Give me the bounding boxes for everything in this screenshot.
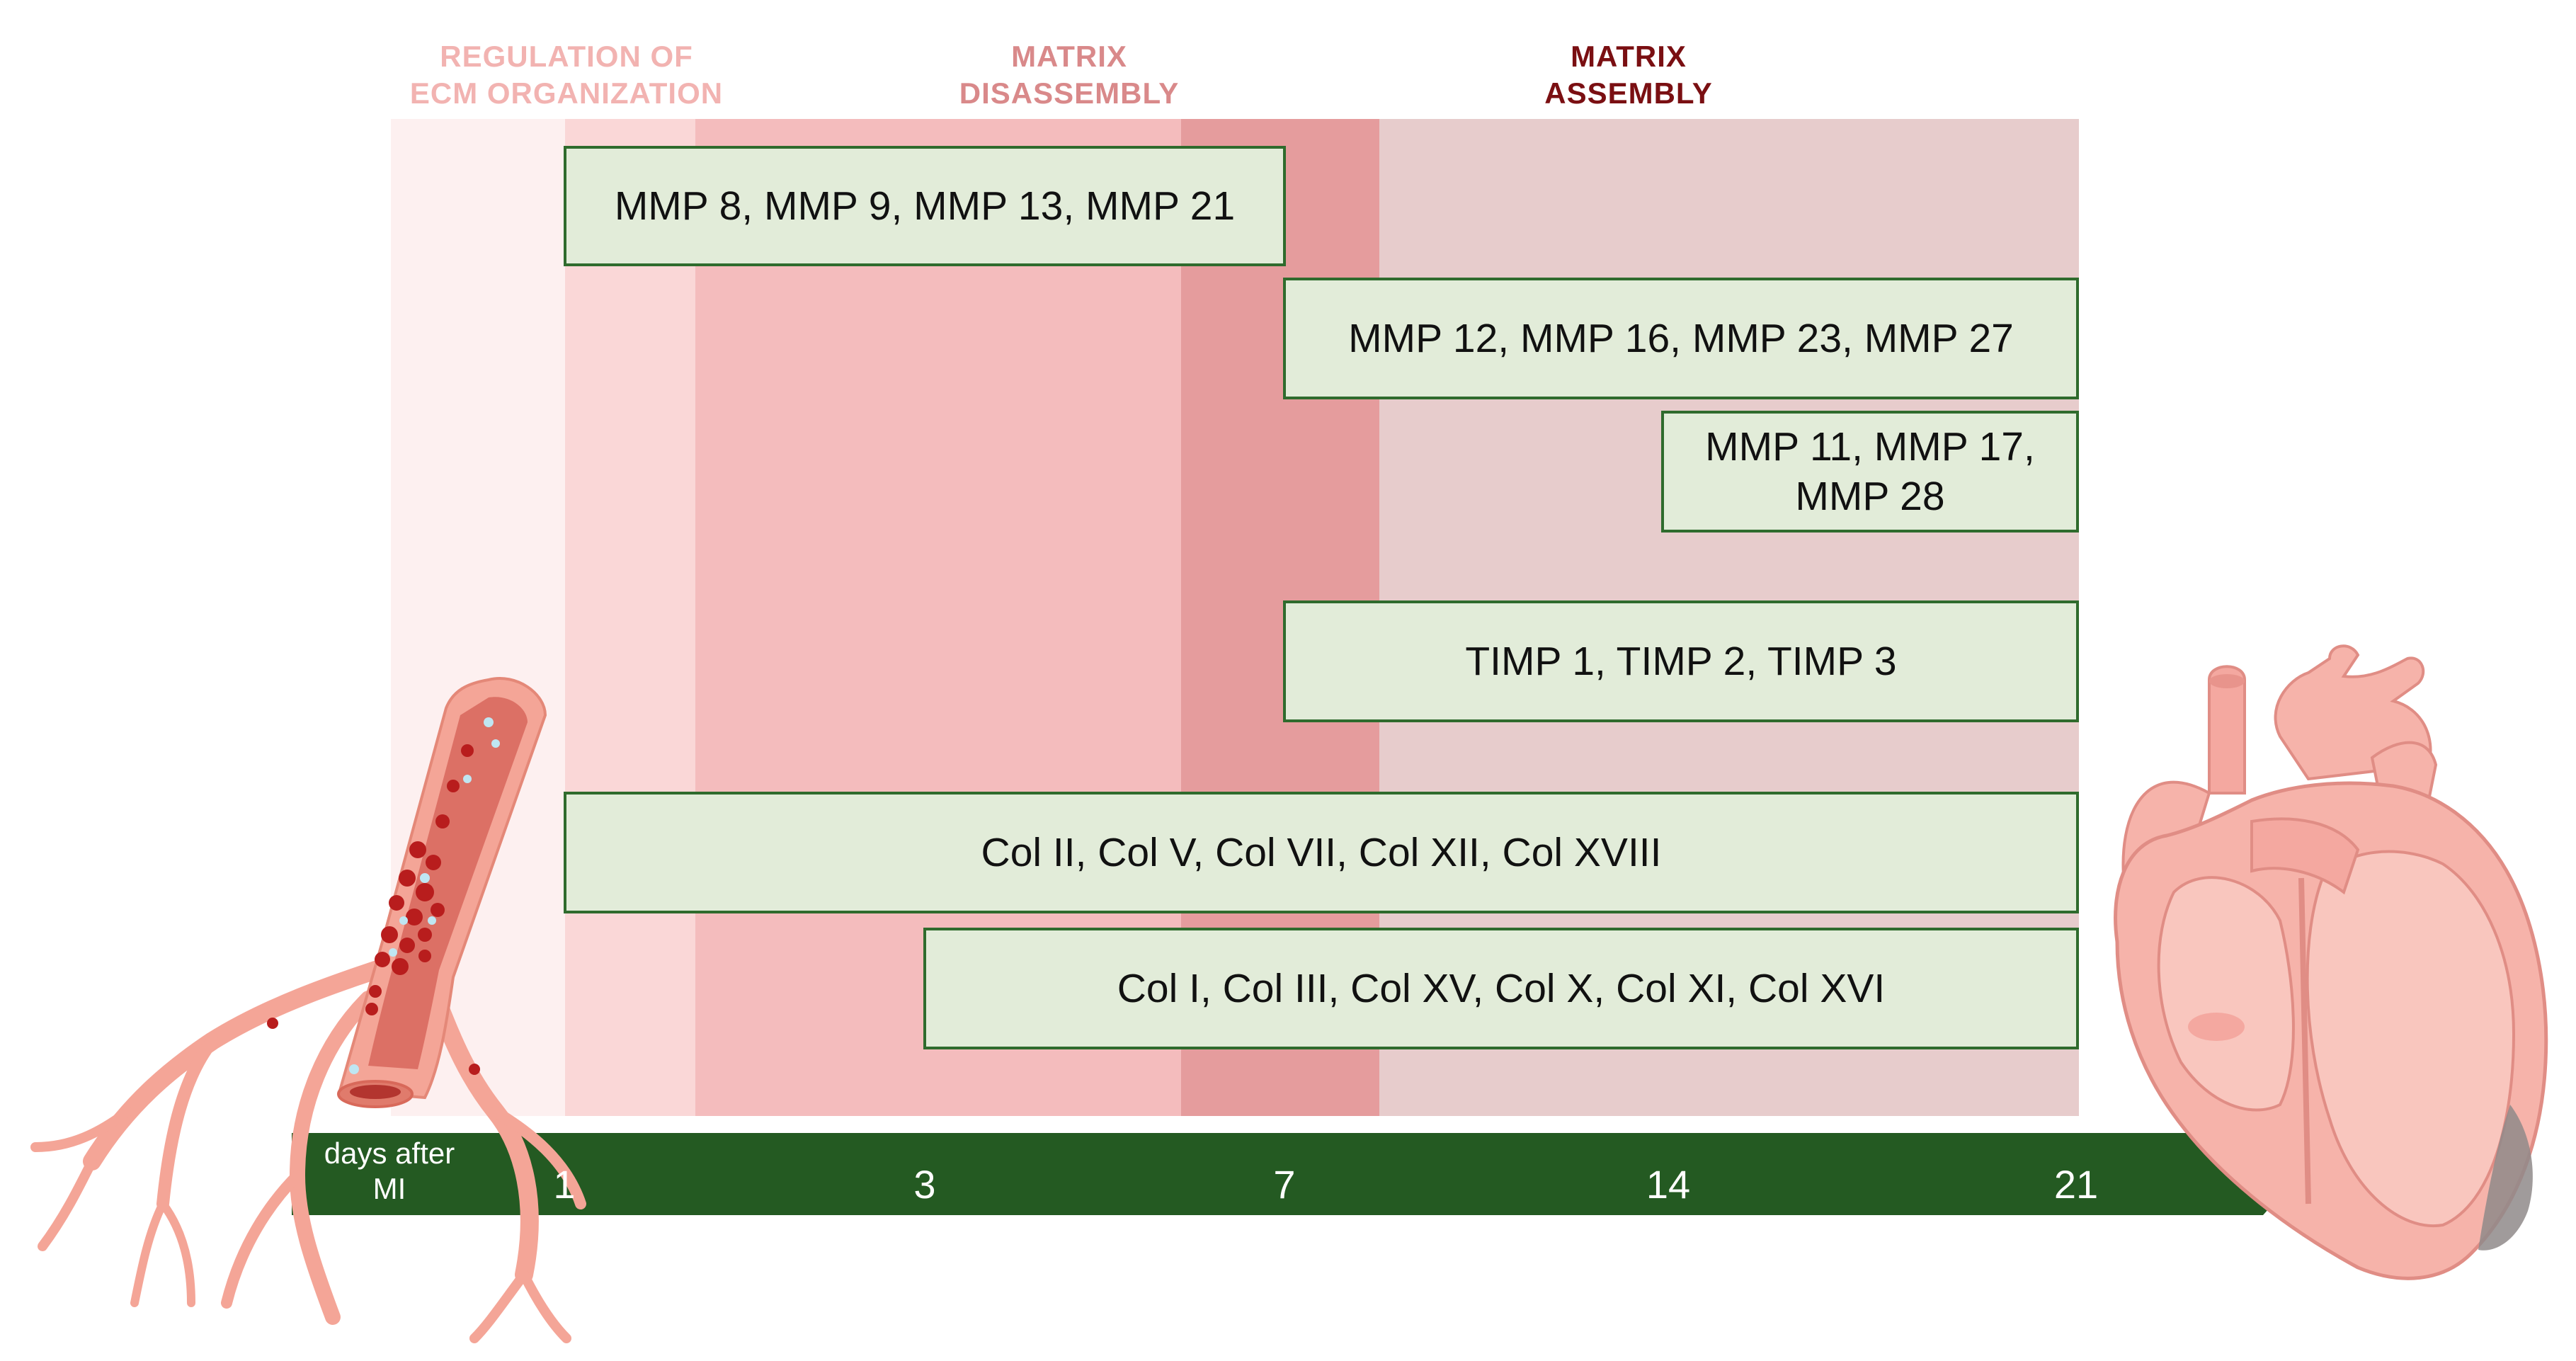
band-early: [565, 119, 695, 1116]
tick-day-21: 21: [2053, 1162, 2099, 1207]
box-mmp-8-9-13-21: MMP 8, MMP 9, MMP 13, MMP 21: [564, 146, 1286, 266]
tick-day-14: 14: [1646, 1162, 1691, 1207]
blood-vessel-icon: [30, 677, 586, 1343]
box-mmp-11-17-28: MMP 11, MMP 17, MMP 28: [1661, 411, 2079, 533]
box-timp-1-2-3: TIMP 1, TIMP 2, TIMP 3: [1283, 600, 2079, 722]
box-col-i-iii-xv-x-xi-xvi: Col I, Col III, Col XV, Col X, Col XI, C…: [923, 928, 2079, 1049]
tick-day-7: 7: [1273, 1162, 1296, 1207]
tick-day-1: 1: [553, 1162, 576, 1207]
phase-label-disassembly: MATRIX DISASSEMBLY: [959, 40, 1180, 110]
heart-icon: [2114, 644, 2548, 1280]
phase-label-regulation: REGULATION OF ECM ORGANIZATION: [409, 40, 724, 110]
box-col-ii-v-vii-xii-xviii: Col II, Col V, Col VII, Col XII, Col XVI…: [564, 792, 2079, 913]
tick-day-3: 3: [913, 1162, 936, 1207]
phase-label-assembly: MATRIX ASSEMBLY: [1544, 40, 1713, 110]
timeline-axis-label: days after MI: [324, 1137, 455, 1205]
box-mmp-12-16-23-27: MMP 12, MMP 16, MMP 23, MMP 27: [1283, 278, 2079, 399]
timeline-arrow: [292, 1133, 2300, 1215]
